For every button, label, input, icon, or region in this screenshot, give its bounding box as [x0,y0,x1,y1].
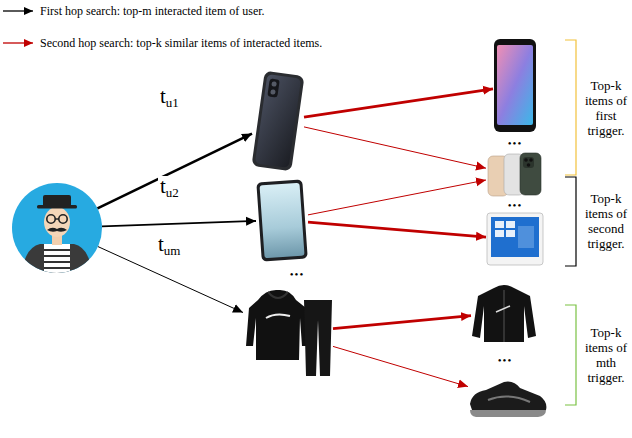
bracket-label: Top-k items of first trigger. [584,78,628,138]
item-node [468,379,548,418]
shoe-image [470,382,546,417]
item-node [486,152,542,197]
phone-image [488,153,541,196]
user-avatar [12,183,102,278]
bracket-label: Top-k items of second trigger. [584,191,628,251]
connector [308,180,486,215]
edge-label: tu1 [158,86,181,109]
user-node [12,183,102,273]
connector [333,316,471,329]
tablet-image [487,213,543,265]
connector [98,134,253,209]
bracket [565,40,576,175]
ellipsis: ••• [282,268,312,280]
phone-image [252,71,305,172]
hoodie-image [246,290,332,376]
legend-text: Second hop search: top-k similar items o… [40,36,322,50]
legend-sample [3,11,33,43]
phone-image [494,39,536,132]
ellipsis: ••• [490,354,520,366]
tablet-image [256,179,307,261]
legend-text: First hop search: top-m interacted item … [40,4,265,18]
connector [333,346,468,386]
bracket [565,177,576,266]
bracket [565,305,576,405]
connector [102,221,256,227]
connector [304,89,493,117]
item-node [256,178,308,262]
edge-label: tu2 [158,176,181,199]
item-node [471,282,538,343]
connector [308,222,486,237]
item-node [243,288,333,378]
bracket-label: Top-k items of mth trigger. [584,325,628,385]
item-node [252,70,304,172]
edge-label: tum [156,234,182,257]
jacket-image [472,285,536,342]
item-node [486,212,544,267]
ellipsis: ••• [500,137,530,149]
ellipsis: ••• [500,199,530,211]
item-node [493,38,537,133]
connector [304,127,486,168]
